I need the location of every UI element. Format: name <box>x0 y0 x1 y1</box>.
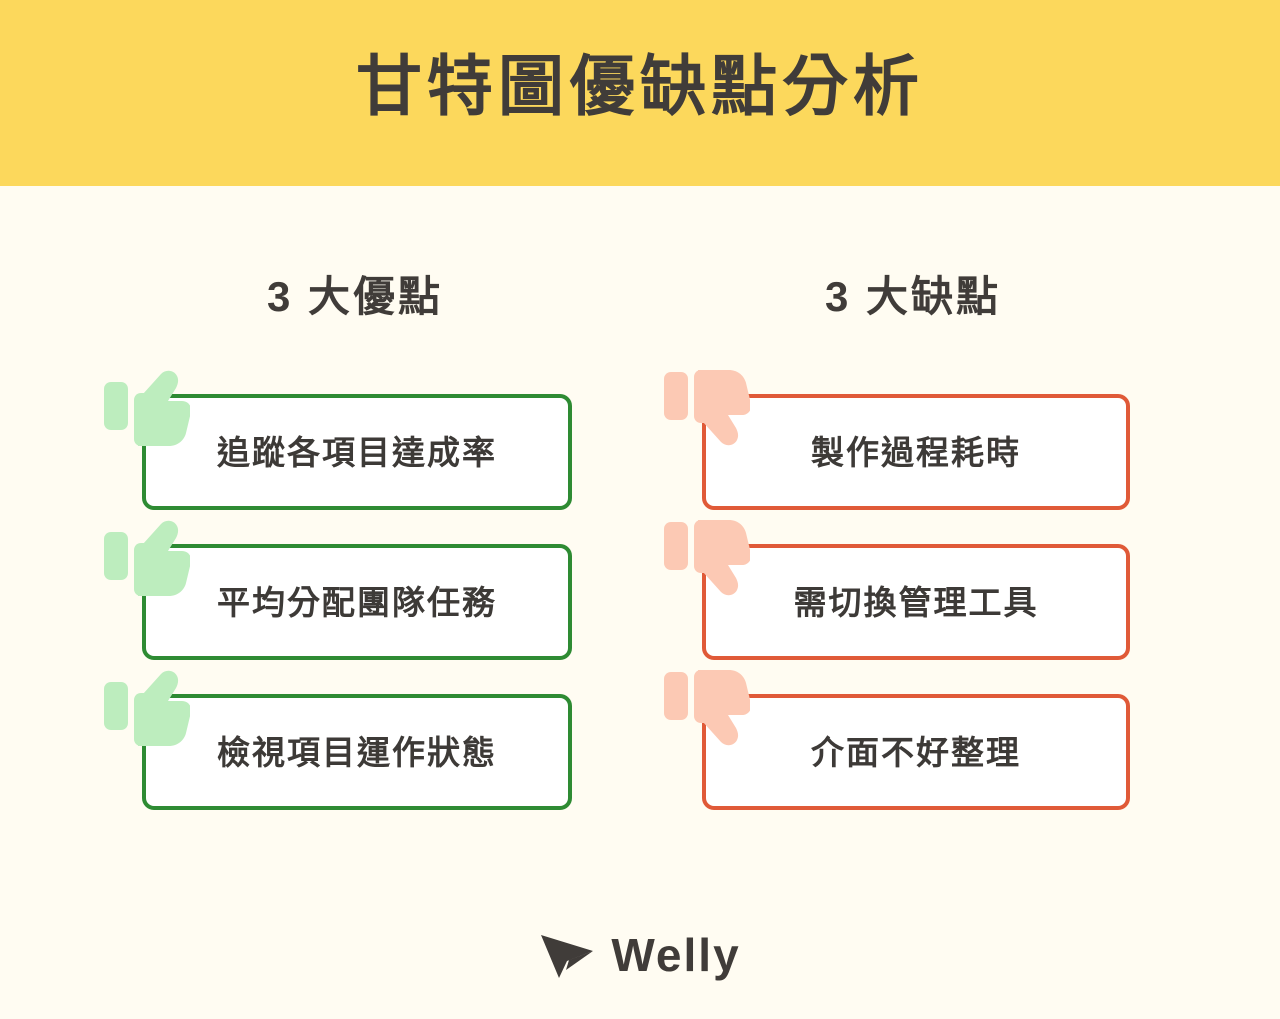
disadvantage-card-label: 需切換管理工具 <box>793 583 1039 621</box>
advantage-card-label: 追蹤各項目達成率 <box>217 433 497 471</box>
list-item[interactable]: 需切換管理工具 <box>650 520 1170 670</box>
advantages-card-list: 追蹤各項目達成率 平均分配團隊任務 <box>90 370 610 820</box>
disadvantages-column: 3 大缺點 製作過程耗時 <box>650 186 1170 820</box>
disadvantages-column-title: 3 大缺點 <box>824 273 1002 320</box>
page-title: 甘特圖優缺點分析 <box>356 49 924 123</box>
list-item[interactable]: 製作過程耗時 <box>650 370 1170 520</box>
advantages-column-title: 3 大優點 <box>266 273 444 320</box>
advantage-card[interactable]: 檢視項目運作狀態 <box>142 694 572 810</box>
disadvantage-card[interactable]: 介面不好整理 <box>702 694 1130 810</box>
footer-brand: Welly <box>0 929 1280 981</box>
list-item[interactable]: 追蹤各項目達成率 <box>90 370 610 520</box>
disadvantage-card-label: 製作過程耗時 <box>811 433 1021 471</box>
thumbs-up-icon <box>104 520 190 596</box>
list-item[interactable]: 平均分配團隊任務 <box>90 520 610 670</box>
list-item[interactable]: 檢視項目運作狀態 <box>90 670 610 820</box>
thumbs-down-icon <box>664 370 750 446</box>
brand-name: Welly <box>611 929 741 981</box>
disadvantages-card-list: 製作過程耗時 需切換管理工具 <box>650 370 1170 820</box>
header-bar: 甘特圖優缺點分析 <box>0 0 1280 186</box>
thumbs-down-icon <box>664 520 750 596</box>
disadvantage-card[interactable]: 製作過程耗時 <box>702 394 1130 510</box>
advantage-card-label: 平均分配團隊任務 <box>217 583 497 621</box>
paper-plane-icon <box>539 929 595 981</box>
advantage-card[interactable]: 平均分配團隊任務 <box>142 544 572 660</box>
advantage-card[interactable]: 追蹤各項目達成率 <box>142 394 572 510</box>
thumbs-up-icon <box>104 370 190 446</box>
list-item[interactable]: 介面不好整理 <box>650 670 1170 820</box>
advantage-card-label: 檢視項目運作狀態 <box>217 733 497 771</box>
thumbs-down-icon <box>664 670 750 746</box>
disadvantage-card-label: 介面不好整理 <box>811 733 1021 771</box>
comparison-board: 3 大優點 追蹤各項目達成率 <box>0 186 1280 886</box>
advantages-column: 3 大優點 追蹤各項目達成率 <box>90 186 610 820</box>
thumbs-up-icon <box>104 670 190 746</box>
disadvantage-card[interactable]: 需切換管理工具 <box>702 544 1130 660</box>
